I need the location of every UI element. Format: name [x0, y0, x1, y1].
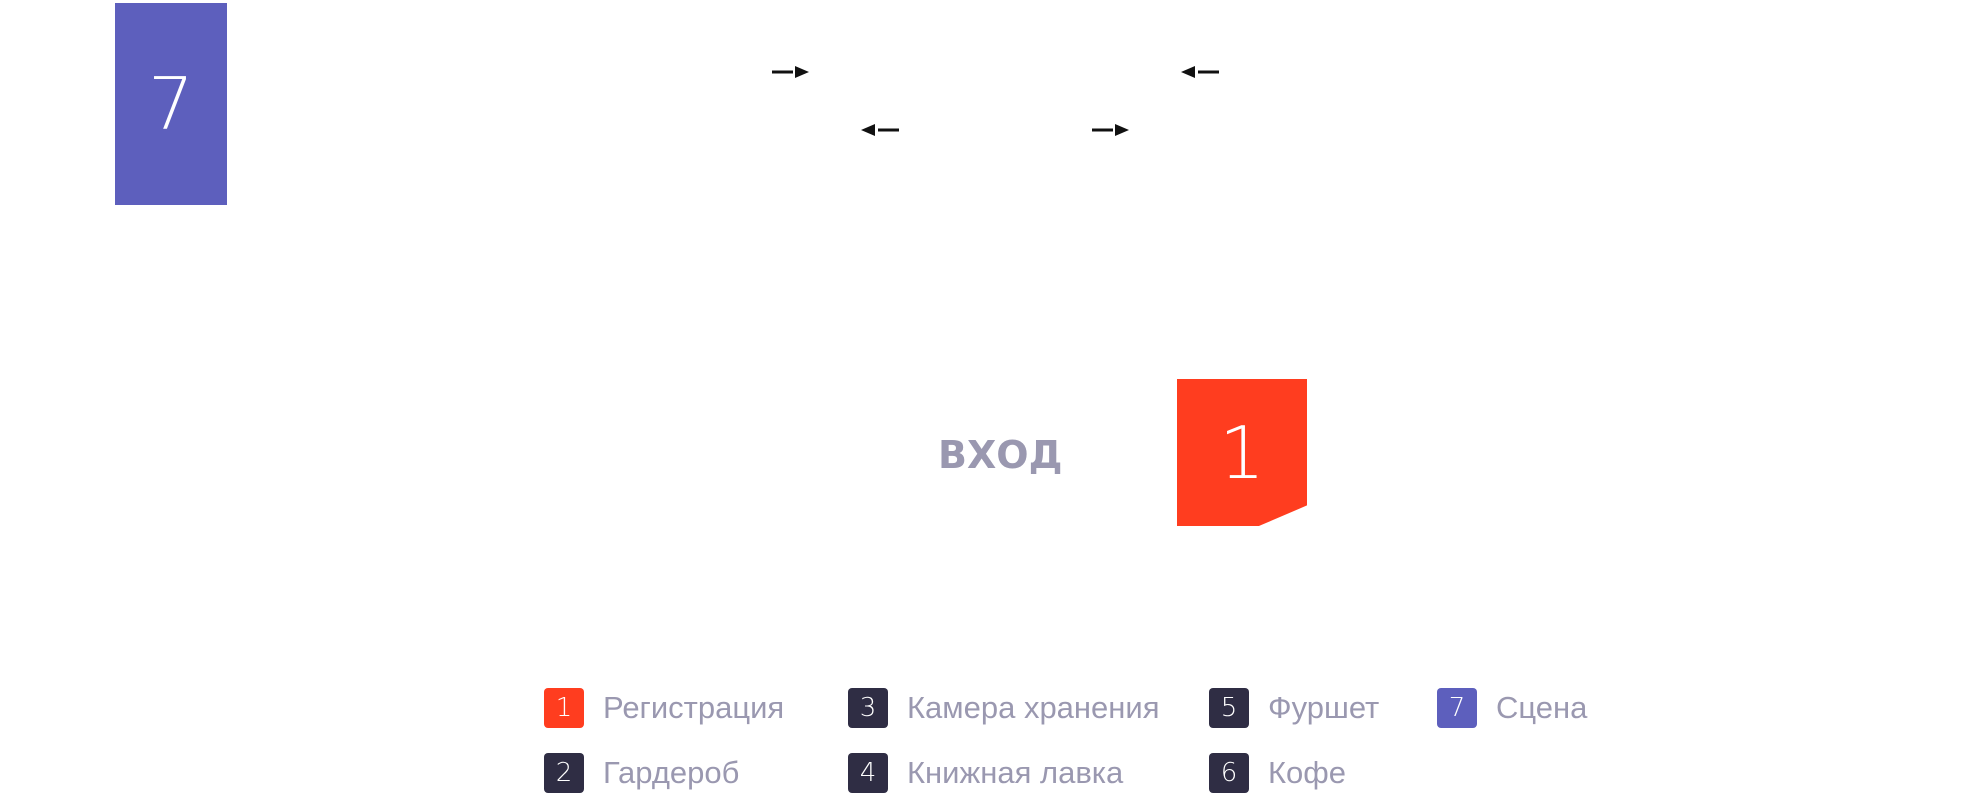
legend-item-buffet: 5 Фуршет — [1209, 686, 1379, 730]
legend-label: Камера хранения — [907, 690, 1160, 725]
legend-label: Гардероб — [603, 755, 740, 790]
legend-badge: 6 — [1209, 753, 1249, 793]
zone-stage[interactable]: 7 — [115, 3, 227, 205]
legend-item-bookshop: 4 Книжная лавка — [848, 751, 1123, 795]
arrow-right-icon — [1092, 124, 1129, 136]
legend-item-registration: 1 Регистрация — [544, 686, 784, 730]
legend-badge: 5 — [1209, 688, 1249, 728]
legend-badge: 7 — [1437, 688, 1477, 728]
legend-item-coffee: 6 Кофе — [1209, 751, 1346, 795]
legend-label: Кофе — [1268, 755, 1347, 790]
legend-badge: 3 — [848, 688, 888, 728]
arrow-right-icon — [772, 66, 809, 78]
legend-label: Сцена — [1496, 690, 1588, 725]
legend-badge: 1 — [544, 688, 584, 728]
legend-item-storage: 3 Камера хранения — [848, 686, 1160, 730]
legend-badge: 2 — [544, 753, 584, 793]
legend-label: Книжная лавка — [907, 755, 1124, 790]
legend-label: Фуршет — [1268, 690, 1380, 725]
legend-item-stage: 7 Сцена — [1437, 686, 1587, 730]
arrow-left-icon — [861, 124, 899, 136]
legend-label: Регистрация — [603, 690, 785, 725]
zone-registration-number: 1 — [1219, 410, 1265, 495]
entrance-label: ВХОД — [938, 433, 1063, 477]
legend-badge: 4 — [848, 753, 888, 793]
arrow-left-icon — [1181, 66, 1219, 78]
legend-item-wardrobe: 2 Гардероб — [544, 751, 739, 795]
zone-stage-number: 7 — [148, 62, 194, 146]
zone-registration[interactable]: 1 — [1177, 379, 1307, 526]
